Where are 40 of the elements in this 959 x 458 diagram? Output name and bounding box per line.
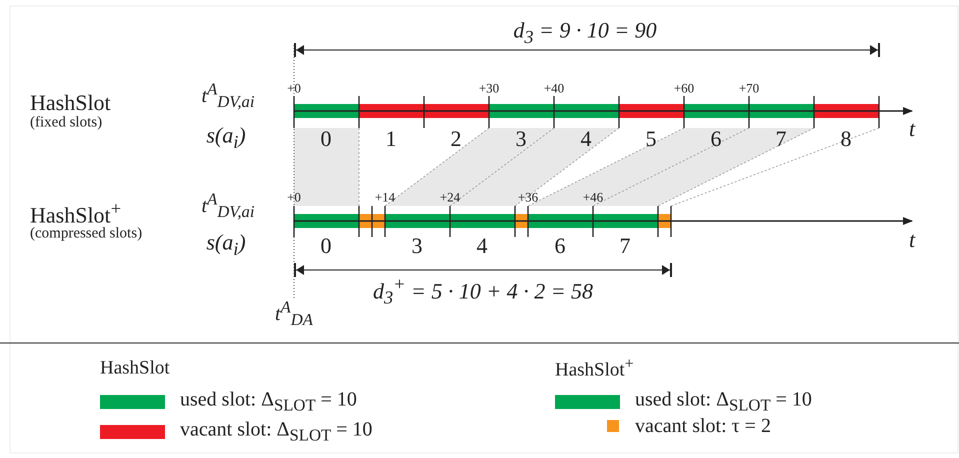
- legend-text: vacant slot: τ = 2: [635, 416, 771, 436]
- row-subtitle: (fixed slots): [30, 116, 102, 130]
- tick-label: +24: [440, 190, 460, 204]
- slot-number: 5: [646, 128, 656, 150]
- tick-label: +70: [738, 82, 760, 94]
- tick-label: +30: [478, 82, 500, 94]
- slot-number: 7: [776, 128, 786, 150]
- slot-number: 3: [412, 235, 422, 257]
- slot-number: 2: [450, 128, 462, 150]
- tick-label: +0: [287, 82, 301, 94]
- slot-number: 6: [554, 235, 566, 257]
- axis-label: s(a$_{i}$): [206, 232, 246, 258]
- slot-number: 8: [840, 128, 852, 150]
- tick-label: +0: [287, 190, 301, 204]
- row-subtitle: (compressed slots): [30, 226, 142, 242]
- axis-label: s(a$_{i}$): [206, 124, 246, 152]
- slot-number: 0: [320, 128, 332, 150]
- time-label: t: [908, 229, 916, 251]
- legend-text: used slot: Δ$_{SLOT}$ = 10: [635, 390, 812, 414]
- tick-label: +46: [582, 190, 604, 204]
- time-label: t: [908, 118, 916, 140]
- slot-number: 6: [710, 128, 722, 150]
- tick-label: +14: [374, 190, 396, 204]
- slot-number: 4: [476, 235, 488, 257]
- slot-number: 4: [580, 128, 592, 150]
- legend-heading: HashSlot$^{+}$: [555, 356, 634, 380]
- row-title: HashSlot$^{+}$: [30, 199, 122, 227]
- legend-heading: HashSlot: [100, 358, 170, 378]
- legend-text: vacant slot: Δ$_{SLOT}$ = 10: [180, 420, 372, 444]
- row-title: HashSlot: [30, 92, 111, 114]
- dimension-label: d$_{3}$ = 9 · 10 = 90: [513, 20, 657, 46]
- dimension-label: d$_{3}$$^{+}$ = 5 · 10 + 4 · 2 = 58: [372, 274, 594, 308]
- slot-number: 0: [320, 235, 332, 257]
- tick-label: +40: [544, 82, 564, 94]
- tick-label: +60: [674, 82, 694, 94]
- slot-number: 3: [516, 128, 526, 150]
- slot-number: 7: [620, 235, 630, 257]
- slot-number: 1: [386, 128, 396, 150]
- legend-text: used slot: Δ$_{SLOT}$ = 10: [180, 390, 357, 414]
- tick-label: +36: [518, 190, 538, 204]
